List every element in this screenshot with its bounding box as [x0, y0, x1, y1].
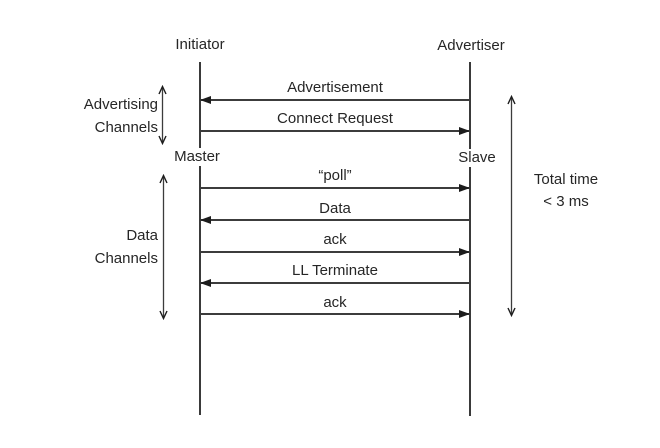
- total-time-label: Total time < 3 ms: [516, 169, 616, 213]
- arrow-line: [200, 219, 470, 221]
- arrowhead-left-icon: [200, 278, 211, 287]
- lifeline-advertiser: [469, 62, 471, 416]
- phase-label-line: Advertising: [83, 96, 158, 113]
- arrow-line: [200, 313, 470, 315]
- message-arrow-connect-request: [200, 126, 470, 136]
- arrowhead-right-icon: [459, 309, 470, 318]
- phase-label-line: Channels: [94, 119, 158, 136]
- arrowhead-left-icon: [200, 95, 211, 104]
- message-arrow-ack-1: [200, 247, 470, 257]
- message-label-data: Data: [319, 200, 351, 217]
- arrow-line: [200, 187, 470, 189]
- message-label-advertisement: Advertisement: [287, 79, 383, 96]
- arrow-line: [200, 282, 470, 284]
- arrowhead-left-icon: [200, 215, 211, 224]
- arrow-line: [200, 130, 470, 132]
- total-time-line: Total time: [533, 171, 599, 188]
- arrowhead-right-icon: [459, 183, 470, 192]
- actor-label-initiator: Initiator: [175, 36, 225, 53]
- message-arrow-ll-terminate: [200, 278, 470, 288]
- message-arrow-advertisement: [200, 95, 470, 105]
- phase-label-data-channels: Data Channels: [40, 224, 158, 270]
- arrowhead-right-icon: [459, 247, 470, 256]
- phase-label-advertising-channels: Advertising Channels: [40, 93, 158, 139]
- arrow-line: [200, 99, 470, 101]
- message-label-connect-request: Connect Request: [277, 110, 393, 127]
- message-arrow-poll: [200, 183, 470, 193]
- total-time-span-arrow-icon: [505, 95, 518, 317]
- role-label-master: Master: [163, 148, 231, 166]
- total-time-line: < 3 ms: [543, 193, 589, 210]
- lifeline-initiator: [199, 62, 201, 415]
- message-label-ack-1: ack: [323, 231, 347, 248]
- message-label-ack-2: ack: [323, 294, 347, 311]
- arrow-line: [200, 251, 470, 253]
- message-label-poll: “poll”: [318, 167, 352, 184]
- actor-label-advertiser: Advertiser: [437, 37, 505, 54]
- message-label-ll-terminate: LL Terminate: [292, 262, 378, 279]
- phase-label-line: Data: [126, 227, 158, 244]
- data-channels-span-arrow-icon: [157, 174, 170, 320]
- arrowhead-right-icon: [459, 126, 470, 135]
- phase-label-line: Channels: [94, 250, 158, 267]
- message-arrow-data: [200, 215, 470, 225]
- message-arrow-ack-2: [200, 309, 470, 319]
- role-label-slave: Slave: [448, 149, 506, 167]
- advertising-channels-span-arrow-icon: [156, 85, 169, 145]
